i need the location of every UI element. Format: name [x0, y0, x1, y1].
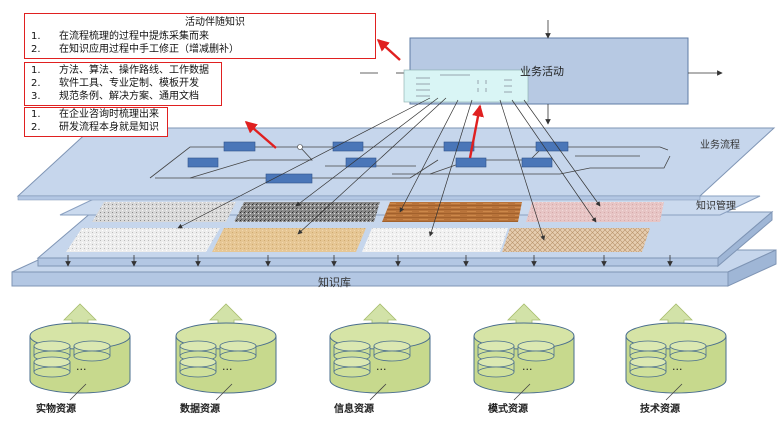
callout-methods: 1. 方法、算法、操作路线、工作数据 2. 软件工具、专业定制、模板开发 3. 规范条…	[24, 62, 222, 106]
item-number: 2.	[31, 78, 41, 89]
tile-gray	[92, 202, 236, 222]
resource-label-physical: 实物资源	[36, 404, 76, 415]
callout-consulting: 1. 在企业咨询时梳理出来 2. 研发流程本身就是知识	[24, 107, 168, 137]
process-box	[535, 141, 569, 152]
tile-pink	[526, 202, 664, 222]
callout-item: 1. 在流程梳理的过程中提炼采集而来	[31, 31, 209, 43]
resource-cylinder-information	[329, 303, 431, 401]
resource-cylinder-physical	[29, 303, 131, 401]
resource-cylinder-data	[175, 303, 277, 401]
item-number: 2.	[31, 122, 41, 133]
item-text: 在知识应用过程中手工修正（增减删补）	[59, 44, 239, 55]
activity-to-knowledge-arrows	[177, 97, 601, 241]
resource-label-technology: 技术资源	[640, 404, 680, 415]
knowledge-management-label: 知识管理	[696, 201, 736, 212]
tile-white	[66, 228, 220, 252]
process-box	[265, 173, 313, 184]
knowledge-base-inflow-arrows	[65, 255, 673, 267]
process-flow-lines	[149, 146, 671, 179]
item-number: 3.	[31, 91, 41, 102]
resource-cylinder-pattern	[473, 303, 575, 401]
process-box	[187, 157, 219, 168]
callout-item: 3. 规范条例、解决方案、通用文档	[31, 91, 199, 103]
red-pointer-arrows	[244, 38, 484, 159]
process-box	[521, 157, 553, 168]
business-activity-box	[360, 20, 723, 125]
activity-box-label: 业务活动	[520, 65, 564, 78]
tile-light	[362, 228, 508, 252]
item-text: 方法、算法、操作路线、工作数据	[59, 65, 209, 76]
cylinder-ellipsis: ...	[222, 360, 233, 373]
knowledge-base-label: 知识库	[318, 276, 351, 289]
callout-activity-knowledge: 活动伴随知识 1. 在流程梳理的过程中提炼采集而来 2. 在知识应用过程中手工修正（…	[24, 13, 376, 59]
callout-item: 2. 在知识应用过程中手工修正（增减删补）	[31, 44, 239, 56]
item-number: 2.	[31, 44, 41, 55]
item-number: 1.	[31, 109, 41, 120]
resource-cylinders	[29, 303, 727, 401]
cylinder-ellipsis: ...	[76, 360, 87, 373]
callout-item: 1. 在企业咨询时梳理出来	[31, 109, 159, 121]
resource-label-pattern: 模式资源	[488, 404, 528, 415]
process-box	[223, 141, 256, 152]
item-text: 软件工具、专业定制、模板开发	[59, 78, 199, 89]
process-box	[443, 141, 475, 152]
process-box	[455, 157, 487, 168]
business-process-label: 业务流程	[700, 140, 740, 151]
knowledge-tiles	[66, 202, 664, 252]
resource-label-information: 信息资源	[334, 404, 374, 415]
item-text: 在企业咨询时梳理出来	[59, 109, 159, 120]
business-process-layer	[16, 127, 776, 201]
resource-cylinder-technology	[625, 303, 727, 401]
cylinder-ellipsis: ...	[376, 360, 387, 373]
callout-item: 2. 研发流程本身就是知识	[31, 122, 159, 134]
item-number: 1.	[31, 65, 41, 76]
process-box	[345, 157, 377, 168]
callout-item: 2. 软件工具、专业定制、模板开发	[31, 78, 199, 90]
process-boxes	[187, 141, 569, 184]
tile-granite	[234, 202, 380, 222]
item-text: 规范条例、解决方案、通用文档	[59, 91, 199, 102]
process-box	[332, 141, 364, 152]
item-number: 1.	[31, 31, 41, 42]
item-text: 在流程梳理的过程中提炼采集而来	[59, 31, 209, 42]
tile-wood	[382, 202, 522, 222]
callout-title: 活动伴随知识	[185, 17, 245, 28]
cylinder-ellipsis: ...	[522, 360, 533, 373]
cylinder-ellipsis: ...	[672, 360, 683, 373]
item-text: 研发流程本身就是知识	[59, 122, 159, 133]
callout-item: 1. 方法、算法、操作路线、工作数据	[31, 65, 209, 77]
tile-sand	[212, 228, 366, 252]
resource-label-data: 数据资源	[180, 404, 220, 415]
tile-hatch	[502, 228, 650, 252]
